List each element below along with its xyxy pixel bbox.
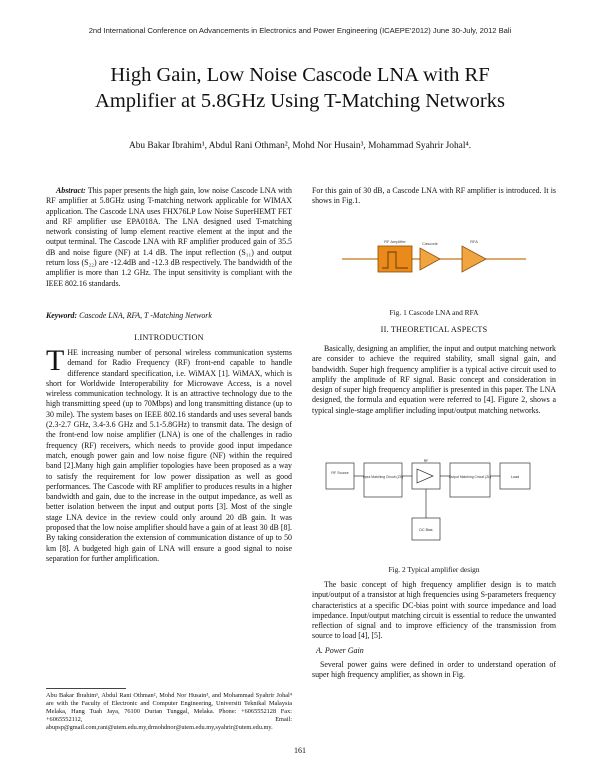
figure-1-diagram: RF Amplifier Cascode RFA (342, 239, 526, 273)
block3-label: RFA (470, 239, 478, 244)
author-footnote: Abu Bakar Ibrahim¹, Abdul Rani Othman², … (46, 692, 292, 732)
rf-transistor-block (411, 462, 441, 490)
paper-title: High Gain, Low Noise Cascode LNA with RF… (40, 62, 560, 114)
keywords: Keyword: Cascode LNA, RFA, T -Matching N… (46, 311, 292, 321)
keywords-text: Cascode LNA, RFA, T -Matching Network (77, 311, 212, 320)
conference-header: 2nd International Conference on Advancem… (88, 26, 512, 35)
source-label: RF Source (331, 471, 348, 475)
theory-text-2: The basic concept of high frequency ampl… (312, 580, 556, 641)
load-label: Load (511, 475, 519, 479)
rfa-amp-icon (461, 245, 487, 273)
page-number: 161 (294, 746, 306, 755)
block2-label: Cascode (422, 241, 439, 246)
figure-2-caption: Fig. 2 Typical amplifier design (388, 565, 480, 574)
introduction-text: HE increasing number of personal wireles… (46, 348, 292, 563)
filter-icon (382, 251, 408, 269)
title-line-1: High Gain, Low Noise Cascode LNA with RF (110, 64, 490, 86)
amplifier-symbol (416, 468, 434, 484)
output-matching-block (449, 462, 491, 498)
amp-label: RF (424, 459, 429, 463)
figure-2: RF Source Input Matching Circuit (ZS) RF… (312, 418, 556, 554)
output-matching-label: Output Matching Circuit (ZL) (449, 475, 492, 479)
block1-label: RF Amplifier (384, 239, 406, 244)
power-gain-body: Several power gains were defined in orde… (312, 660, 556, 681)
section-heading-theoretical-aspects: II. THEORETICAL ASPECTS (380, 325, 488, 334)
rf-source-block (325, 462, 355, 490)
input-matching-block (363, 462, 403, 498)
cascode-amp-icon (419, 247, 441, 271)
abstract: Abstract: This paper presents the high g… (46, 186, 292, 289)
figure-1: RF Amplifier Cascode RFA (312, 214, 556, 290)
right-column-intro: For this gain of 30 dB, a Cascode LNA wi… (312, 186, 556, 206)
figure-1-caption: Fig. 1 Cascode LNA and RFA (389, 308, 479, 317)
theory-text: Basically, designing an amplifier, the i… (312, 344, 556, 415)
title-line-2: Amplifier at 5.8GHz Using T-Matching Net… (95, 90, 505, 112)
abstract-label: Abstract: (56, 186, 86, 195)
section-heading-introduction: I.INTRODUCTION (134, 333, 204, 342)
theory-body-2: The basic concept of high frequency ampl… (312, 580, 556, 642)
input-matching-label: Input Matching Circuit (ZS) (363, 475, 403, 479)
footnote-divider (46, 688, 126, 689)
subsection-heading-power-gain: A. Power Gain (316, 646, 364, 655)
figure-2-diagram: RF Source Input Matching Circuit (ZS) RF… (325, 459, 531, 541)
theory-body: Basically, designing an amplifier, the i… (312, 344, 556, 416)
drop-cap: T (46, 344, 65, 377)
keywords-label: Keyword: (46, 311, 78, 320)
abstract-text: This paper presents the high gain, low n… (46, 186, 292, 288)
dc-bias-label: DC Bias (419, 528, 432, 532)
power-gain-text: Several power gains were defined in orde… (312, 660, 556, 680)
load-block (499, 462, 531, 490)
author-list: Abu Bakar Ibrahim¹, Abdul Rani Othman², … (128, 141, 472, 151)
